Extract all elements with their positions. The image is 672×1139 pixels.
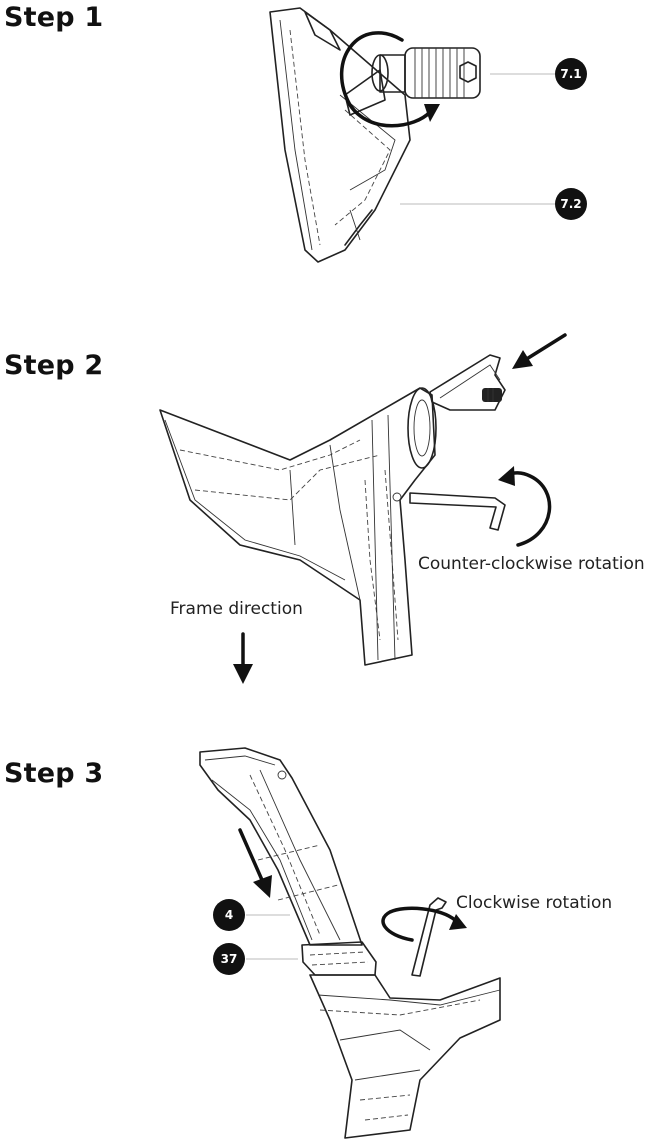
clamp-bolt-part <box>429 354 506 411</box>
hex-key-icon <box>409 492 506 531</box>
insert-arrow-icon <box>512 333 567 369</box>
callout-4: 4 <box>213 899 245 931</box>
callout-7-2: 7.2 <box>555 188 587 220</box>
hex-key-icon <box>411 897 447 977</box>
step-1-drawing <box>269 7 555 263</box>
clamp-part <box>269 7 411 263</box>
down-arrow-icon <box>233 632 253 684</box>
step-3-drawing <box>199 747 501 1139</box>
callout-37: 37 <box>213 943 245 975</box>
step-2-title: Step 2 <box>4 350 104 381</box>
clockwise-caption: Clockwise rotation <box>456 893 613 913</box>
step-2-drawing <box>159 333 567 684</box>
bolt-part <box>344 47 481 116</box>
clockwise-arrow-icon <box>381 906 467 942</box>
counter-clockwise-caption: Counter-clockwise rotation <box>418 554 645 574</box>
step-3-title: Step 3 <box>4 758 104 789</box>
seatpost-part <box>199 747 363 946</box>
insert-arrow-icon <box>238 828 272 898</box>
rotation-arrow-icon <box>339 31 440 128</box>
step-1-title: Step 1 <box>4 2 104 33</box>
counter-clockwise-arrow-icon <box>498 466 552 547</box>
frame-direction-caption: Frame direction <box>170 599 303 619</box>
callout-7-1: 7.1 <box>555 58 587 90</box>
frame-part <box>159 387 437 666</box>
clamp-37-part <box>301 941 377 976</box>
frame-lower-part <box>309 974 501 1139</box>
